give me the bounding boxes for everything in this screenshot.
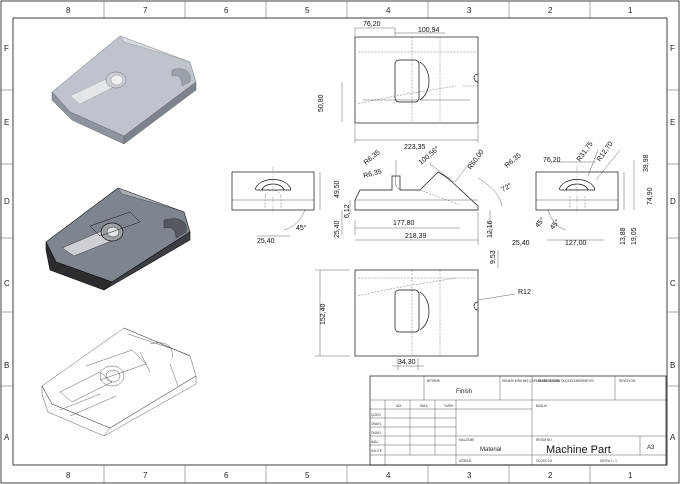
material-label: MALZEME bbox=[459, 438, 474, 442]
zone-row-label: E bbox=[4, 118, 9, 127]
dim-12-16: 12,16 bbox=[487, 220, 494, 238]
zone-col-label: 7 bbox=[143, 471, 148, 480]
zone-col-label: 6 bbox=[224, 6, 229, 15]
title-block: BİTİRME Finish KENARI KIRILMIŞ ÇAPAKLARI… bbox=[369, 375, 667, 466]
material-value: Material bbox=[480, 447, 501, 453]
col-header-name: ADI bbox=[396, 404, 401, 408]
zone-col-label: 4 bbox=[386, 6, 391, 15]
zone-row-label: C bbox=[4, 279, 10, 288]
zone-row-label: D bbox=[670, 197, 676, 206]
dim-45-deg: 45° bbox=[296, 224, 307, 232]
dim-25-40: 25,40 bbox=[512, 240, 530, 247]
dim-218-39: 218,39 bbox=[405, 233, 427, 240]
zone-col-label: 3 bbox=[467, 6, 472, 15]
zone-row-label: A bbox=[670, 433, 676, 442]
zone-row-label: A bbox=[4, 433, 10, 442]
zone-col-label: 4 bbox=[386, 471, 391, 480]
zone-row-label: D bbox=[4, 197, 10, 206]
dim-100-94: 100,94 bbox=[418, 27, 440, 34]
row-label-manufacture: İMAL bbox=[371, 439, 379, 444]
zone-col-label: 1 bbox=[628, 471, 633, 480]
sheet-size: A3 bbox=[647, 445, 655, 451]
dim-177-80: 177,80 bbox=[393, 220, 415, 227]
scale-value: ÖLÇEK:1:5 bbox=[536, 459, 552, 463]
dim-127-00: 127,00 bbox=[565, 240, 587, 247]
zone-row-label: B bbox=[4, 361, 9, 370]
dim-6-12: 6,12 bbox=[344, 204, 351, 218]
finish-value: Finish bbox=[456, 389, 472, 395]
col-header-date: TARİH bbox=[444, 403, 454, 408]
bottom-view: 152,40 34,30 R12 9,53 bbox=[315, 250, 531, 370]
zone-labels-right: F E D C B A bbox=[670, 44, 676, 442]
zone-labels-left: F E D C B A bbox=[4, 44, 10, 442]
drawing-title: Machine Part bbox=[546, 444, 611, 456]
iso-view-shaded-light bbox=[51, 35, 197, 145]
weight-label: AĞIRLIK bbox=[459, 458, 472, 463]
dim-49-50: 49,50 bbox=[334, 180, 341, 198]
zone-col-label: 2 bbox=[548, 6, 553, 15]
sheet-number: SAYFA 1 / 1 bbox=[600, 459, 617, 463]
zone-labels-top: 8 7 6 5 4 3 2 1 bbox=[66, 6, 633, 15]
iso-view-shaded-dark bbox=[45, 187, 191, 291]
drawing-no-label: RESİM NO. bbox=[536, 437, 553, 442]
row-label-approved: ONAYL bbox=[371, 422, 382, 426]
zone-col-label: 3 bbox=[467, 471, 472, 480]
dim-223-35: 223,35 bbox=[404, 144, 426, 151]
dim-39-98: 39,98 bbox=[643, 154, 650, 172]
dim-19-05: 19,05 bbox=[631, 227, 638, 245]
zone-row-label: F bbox=[4, 44, 9, 53]
dim-152-40: 152,40 bbox=[320, 303, 327, 325]
dim-9-53: 9,53 bbox=[490, 250, 497, 264]
zone-col-label: 1 bbox=[628, 6, 633, 15]
dim-76-20: 76,20 bbox=[543, 157, 561, 164]
zone-labels-bottom: 8 7 6 5 4 3 2 1 bbox=[66, 471, 633, 480]
left-view: 49,50 25,40 6,12 45° 25,40 bbox=[231, 166, 351, 245]
zone-col-label: 2 bbox=[548, 471, 553, 480]
revision-note: RESMİ REDÜK ÖLÇEKLENDİRMEYİN bbox=[538, 378, 594, 383]
dim-50-80: 50,80 bbox=[318, 94, 325, 112]
revision-label: REVİZYON bbox=[619, 378, 636, 383]
row-label-quality: KALİTE bbox=[371, 448, 382, 453]
zone-col-label: 8 bbox=[66, 471, 71, 480]
zone-row-label: B bbox=[670, 361, 675, 370]
sheet-inner-frame bbox=[12, 17, 668, 466]
dim-76-20: 76,20 bbox=[363, 21, 381, 28]
finish-label: BİTİRME bbox=[427, 378, 440, 383]
col-header-signature: İMZA bbox=[420, 403, 428, 408]
dim-r6-35: R6,35 bbox=[363, 168, 383, 180]
zone-col-label: 5 bbox=[305, 471, 310, 480]
row-label-approved: ONAYL bbox=[371, 431, 382, 435]
dim-25-40: 25,40 bbox=[334, 220, 341, 238]
zone-col-label: 7 bbox=[143, 6, 148, 15]
dim-13-88: 13,88 bbox=[620, 227, 627, 245]
iso-view-wireframe bbox=[41, 327, 197, 437]
edge-note: KENARI KIRILMIŞ ÇAPAKLARI AL KIRA bbox=[502, 379, 561, 383]
zone-row-label: F bbox=[670, 44, 675, 53]
dim-34-30: 34,30 bbox=[398, 359, 416, 366]
dim-r12: R12 bbox=[518, 289, 531, 296]
top-view: 76,20 100,94 50,80 223,35 bbox=[318, 21, 479, 151]
zone-row-label: C bbox=[670, 279, 676, 288]
dim-dia-25-40: 25,40 bbox=[257, 238, 275, 245]
zone-col-label: 5 bbox=[305, 6, 310, 15]
zone-col-label: 6 bbox=[224, 471, 229, 480]
dim-74-90: 74,90 bbox=[647, 187, 654, 205]
zone-col-label: 8 bbox=[66, 6, 71, 15]
row-label-drawn: ÇİZEN bbox=[371, 412, 381, 417]
baslik-label: BAŞLIK bbox=[536, 404, 548, 408]
zone-row-label: E bbox=[670, 118, 675, 127]
